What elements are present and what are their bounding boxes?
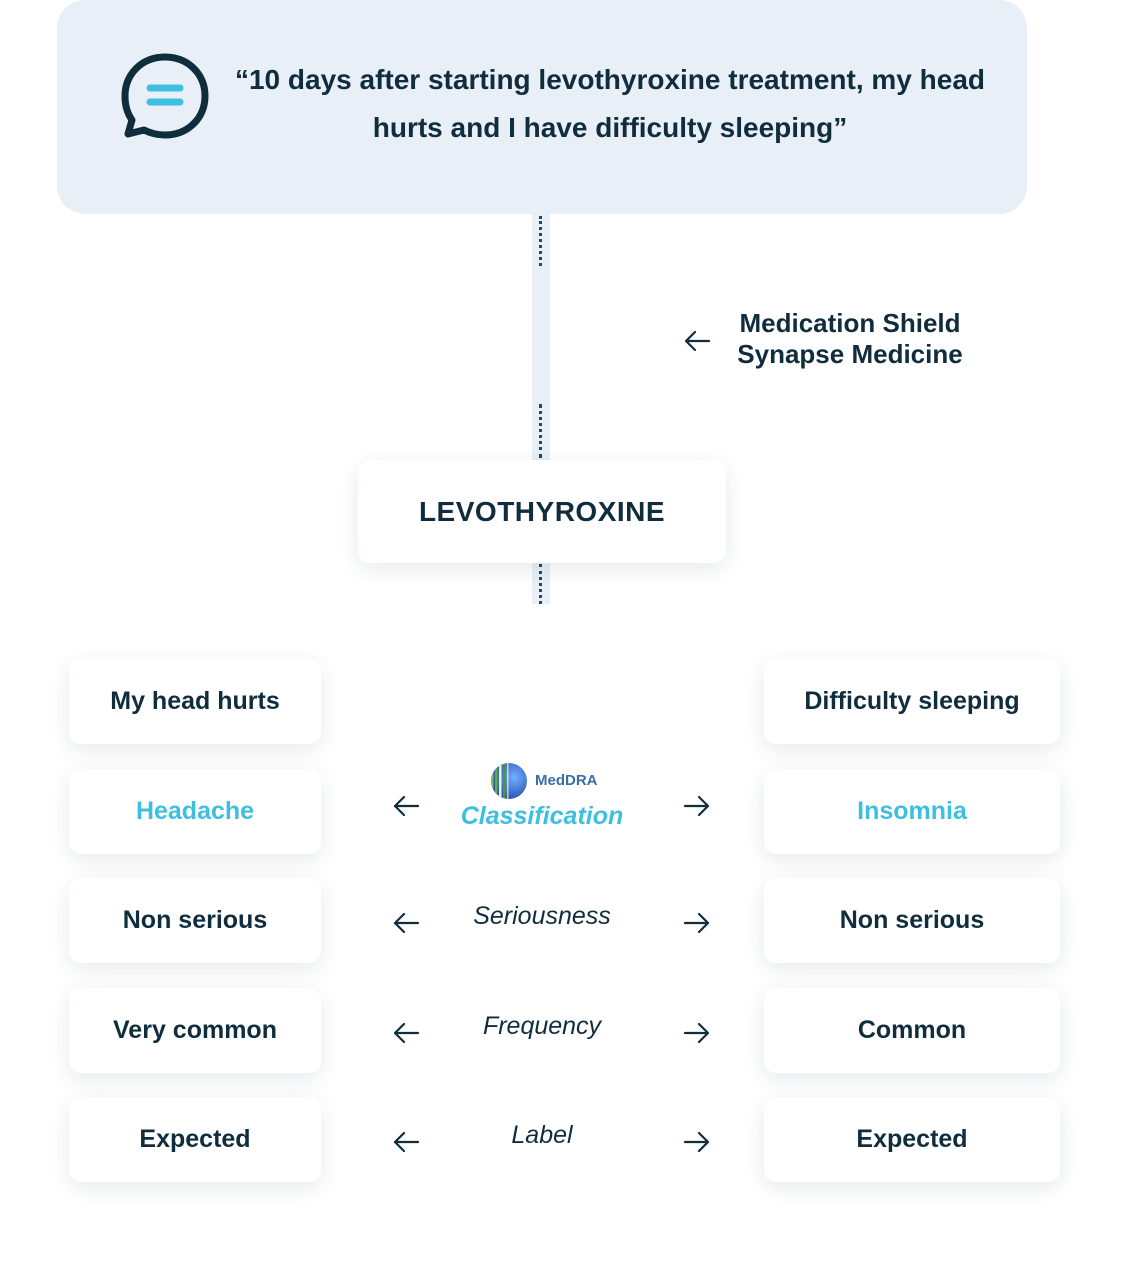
chat-bubble-icon xyxy=(121,53,209,139)
connector-dots-top xyxy=(539,216,542,266)
connector-dots-middle xyxy=(539,404,542,458)
source-label: Medication Shield Synapse Medicine xyxy=(712,308,988,370)
left-seriousness-card: Non serious xyxy=(69,878,321,963)
drug-card: LEVOTHYROXINE xyxy=(358,460,726,563)
arrow-right-icon xyxy=(683,1131,710,1153)
arrow-left-icon xyxy=(684,330,711,352)
right-frequency-card: Common xyxy=(764,988,1060,1073)
meddra-logo-text: MedDRA xyxy=(535,772,598,789)
arrow-left-icon xyxy=(393,1131,420,1153)
left-label-card: Expected xyxy=(69,1097,321,1182)
patient-quote: “10 days after starting levothyroxine tr… xyxy=(234,64,986,143)
connector-dots-bottom xyxy=(539,564,542,604)
left-symptom-card: My head hurts xyxy=(69,659,321,744)
classification-label: Classification xyxy=(460,802,624,830)
arrow-left-icon xyxy=(393,795,420,817)
frequency-label: Frequency xyxy=(482,1012,602,1040)
patient-quote-panel xyxy=(57,0,1027,214)
right-label-card: Expected xyxy=(764,1097,1060,1182)
arrow-right-icon xyxy=(683,795,710,817)
arrow-right-icon xyxy=(683,1022,710,1044)
meddra-logo-icon xyxy=(491,763,527,799)
source-line-2: Synapse Medicine xyxy=(737,339,963,369)
arrow-left-icon xyxy=(393,912,420,934)
right-seriousness-card: Non serious xyxy=(764,878,1060,963)
source-line-1: Medication Shield xyxy=(739,308,961,338)
right-classification-card: Insomnia xyxy=(764,769,1060,854)
seriousness-label: Seriousness xyxy=(473,902,611,930)
arrow-left-icon xyxy=(393,1022,420,1044)
arrow-right-icon xyxy=(683,912,710,934)
left-frequency-card: Very common xyxy=(69,988,321,1073)
left-classification-card: Headache xyxy=(69,769,321,854)
label-label: Label xyxy=(511,1121,573,1149)
right-symptom-card: Difficulty sleeping xyxy=(764,659,1060,744)
